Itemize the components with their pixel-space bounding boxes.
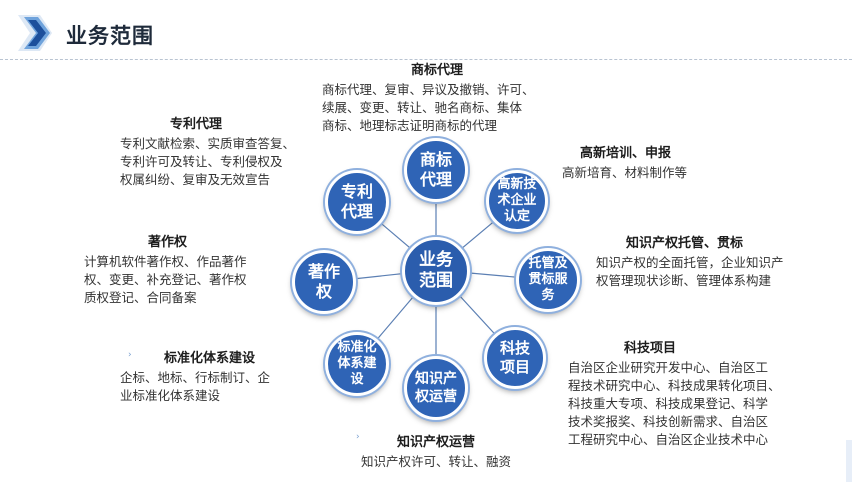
block-patent-desc: 专利文献检索、实质审查答复、 专利许可及转让、专利侵权及 权属纠纷、复审及无效宣… <box>120 136 296 187</box>
node-trademark-label: 商标 代理 <box>419 150 452 189</box>
node-ip-custody-label: 托管及 贯标服 务 <box>528 256 568 303</box>
block-copyright-title: 著作权 <box>148 235 188 250</box>
block-copyright: 著作权 计算机软件著作权、作品著作 权、变更、补充登记、著作权 质权登记、合同备… <box>84 234 274 307</box>
node-hightech-label: 高新技 术企业 认定 <box>497 177 537 224</box>
block-copyright-desc: 计算机软件著作权、作品著作 权、变更、补充登记、著作权 质权登记、合同备案 <box>84 254 247 305</box>
block-hightech-title: 高新培训、申报 <box>580 146 672 161</box>
header-divider <box>0 59 852 60</box>
arrow-mark-icon: › <box>128 350 132 360</box>
block-hightech-desc: 高新培育、材料制作等 <box>562 165 688 180</box>
node-sci-project: 科技 项目 <box>484 327 546 389</box>
node-standard-label: 标准化 体系建 设 <box>337 340 377 387</box>
header: 业务范围 <box>0 0 852 62</box>
block-ip-custody-desc: 知识产权的全面托管，企业知识产 权管理现状诊断、管理体系构建 <box>596 255 784 288</box>
block-ip-operation-title: 知识产权运营 <box>396 435 475 450</box>
node-ip-custody: 托管及 贯标服 务 <box>516 248 580 312</box>
block-sci-project-title: 科技项目 <box>624 341 677 356</box>
node-trademark: 商标 代理 <box>404 138 468 202</box>
node-hightech: 高新技 术企业 认定 <box>486 170 548 232</box>
node-patent: 专利 代理 <box>325 170 389 234</box>
block-standard-title: 标准化体系建设 <box>164 351 256 366</box>
node-copyright: 著作 权 <box>292 250 356 314</box>
page-edge-decoration <box>846 440 852 482</box>
block-sci-project-desc: 自治区企业研究开发中心、自治区工 程技术研究中心、科技成果转化项目、 科技重大专… <box>568 360 781 447</box>
node-copyright-label: 著作 权 <box>307 262 340 301</box>
block-trademark: 商标代理 商标代理、复审、异议及撤销、许可、 续展、变更、转让、驰名商标、集体 … <box>322 62 552 135</box>
block-ip-custody: 知识产权托管、贯标 知识产权的全面托管，企业知识产 权管理现状诊断、管理体系构建 <box>596 235 826 290</box>
chevron-logo-icon <box>18 15 52 51</box>
block-trademark-title: 商标代理 <box>410 63 463 78</box>
node-ip-operation-label: 知识产 权运营 <box>415 371 457 405</box>
block-patent: 专利代理 专利文献检索、实质审查答复、 专利许可及转让、专利侵权及 权属纠纷、复… <box>120 116 320 189</box>
node-patent-label: 专利 代理 <box>340 182 373 221</box>
block-standard-desc: 企标、地标、行标制订、企 业标准化体系建设 <box>120 370 271 403</box>
hub-label: 业务 范围 <box>419 250 453 291</box>
block-hightech: 高新培训、申报 高新培育、材料制作等 <box>562 145 722 182</box>
node-ip-operation: 知识产 权运营 <box>404 356 468 420</box>
block-standard: 标准化体系建设 企标、地标、行标制订、企 业标准化体系建设 <box>120 350 310 405</box>
block-ip-operation: 知识产权运营 知识产权许可、转让、融资 <box>336 434 536 471</box>
block-sci-project: 科技项目 自治区企业研究开发中心、自治区工 程技术研究中心、科技成果转化项目、 … <box>568 340 808 449</box>
arrow-mark-icon-2: › <box>356 432 360 442</box>
node-sci-project-label: 科技 项目 <box>499 339 530 376</box>
page-title: 业务范围 <box>66 24 154 48</box>
block-trademark-desc: 商标代理、复审、异议及撤销、许可、 续展、变更、转让、驰名商标、集体 商标、地理… <box>322 82 535 133</box>
block-ip-custody-title: 知识产权托管、贯标 <box>626 236 744 251</box>
block-patent-title: 专利代理 <box>170 117 223 132</box>
hub-node: 业务 范围 <box>402 237 470 305</box>
node-standard: 标准化 体系建 设 <box>325 332 389 396</box>
block-ip-operation-desc: 知识产权许可、转让、融资 <box>360 454 511 469</box>
